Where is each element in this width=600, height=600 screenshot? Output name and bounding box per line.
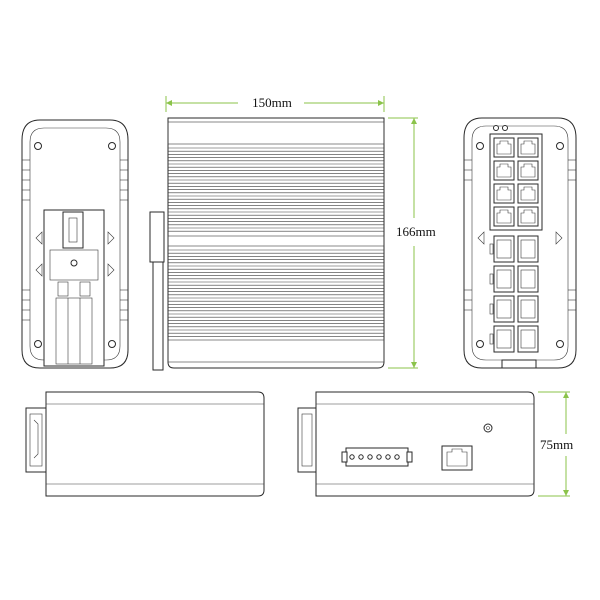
- terminal-pin: [376, 454, 382, 460]
- rj45-port: [493, 160, 515, 181]
- rj45-port: [493, 206, 515, 227]
- terminal-pin: [349, 454, 355, 460]
- rj45-port: [517, 137, 539, 158]
- left-side-ribs: [22, 159, 128, 321]
- sfp-port: [489, 325, 515, 353]
- mount-bracket: [149, 211, 165, 263]
- terminal-pin: [367, 454, 373, 460]
- rj45-console-port: [441, 445, 473, 471]
- terminal-pin: [358, 454, 364, 460]
- sfp-ports: [489, 235, 539, 353]
- rail-clip-side: [25, 407, 47, 473]
- sfp-port: [517, 235, 539, 263]
- right-side-ribs: [464, 159, 576, 311]
- sfp-port: [517, 325, 539, 353]
- sfp-port: [489, 265, 515, 293]
- rj45-port: [493, 183, 515, 204]
- screw-icon: [476, 142, 564, 348]
- terminal-block-connector: [341, 447, 413, 467]
- heatsink-fins-upper: [168, 147, 384, 232]
- rj45-port: [493, 137, 515, 158]
- bottom-view: [25, 391, 265, 497]
- ground-screw-icon: [483, 423, 493, 433]
- screw-icon: [34, 142, 116, 348]
- connector-bottom-view: [297, 391, 535, 497]
- din-rail-clip: [35, 209, 115, 367]
- heatsink-fins-lower: [168, 249, 384, 337]
- depth-dimension: 75mm: [538, 391, 573, 497]
- mount-bracket-lower: [152, 261, 164, 371]
- rail-clip-side: [297, 407, 317, 473]
- height-label: 166mm: [396, 224, 436, 239]
- height-dimension: 166mm: [388, 117, 436, 369]
- rj45-port: [517, 206, 539, 227]
- led-indicator: [502, 125, 508, 131]
- led-indicator: [493, 125, 499, 131]
- width-label: 150mm: [252, 95, 292, 110]
- sfp-port: [517, 265, 539, 293]
- ports-side-view: [463, 117, 577, 369]
- sfp-port: [489, 235, 515, 263]
- rj45-ports: [493, 137, 539, 227]
- heatsink-front-view: [149, 117, 385, 371]
- depth-label: 75mm: [540, 437, 573, 452]
- rj45-port: [517, 183, 539, 204]
- terminal-pin: [385, 454, 391, 460]
- rj45-port: [517, 160, 539, 181]
- din-rail-side-view: [21, 119, 129, 369]
- sfp-port: [517, 295, 539, 323]
- terminal-pin: [394, 454, 400, 460]
- sfp-port: [489, 295, 515, 323]
- width-dimension: 150mm: [165, 95, 385, 112]
